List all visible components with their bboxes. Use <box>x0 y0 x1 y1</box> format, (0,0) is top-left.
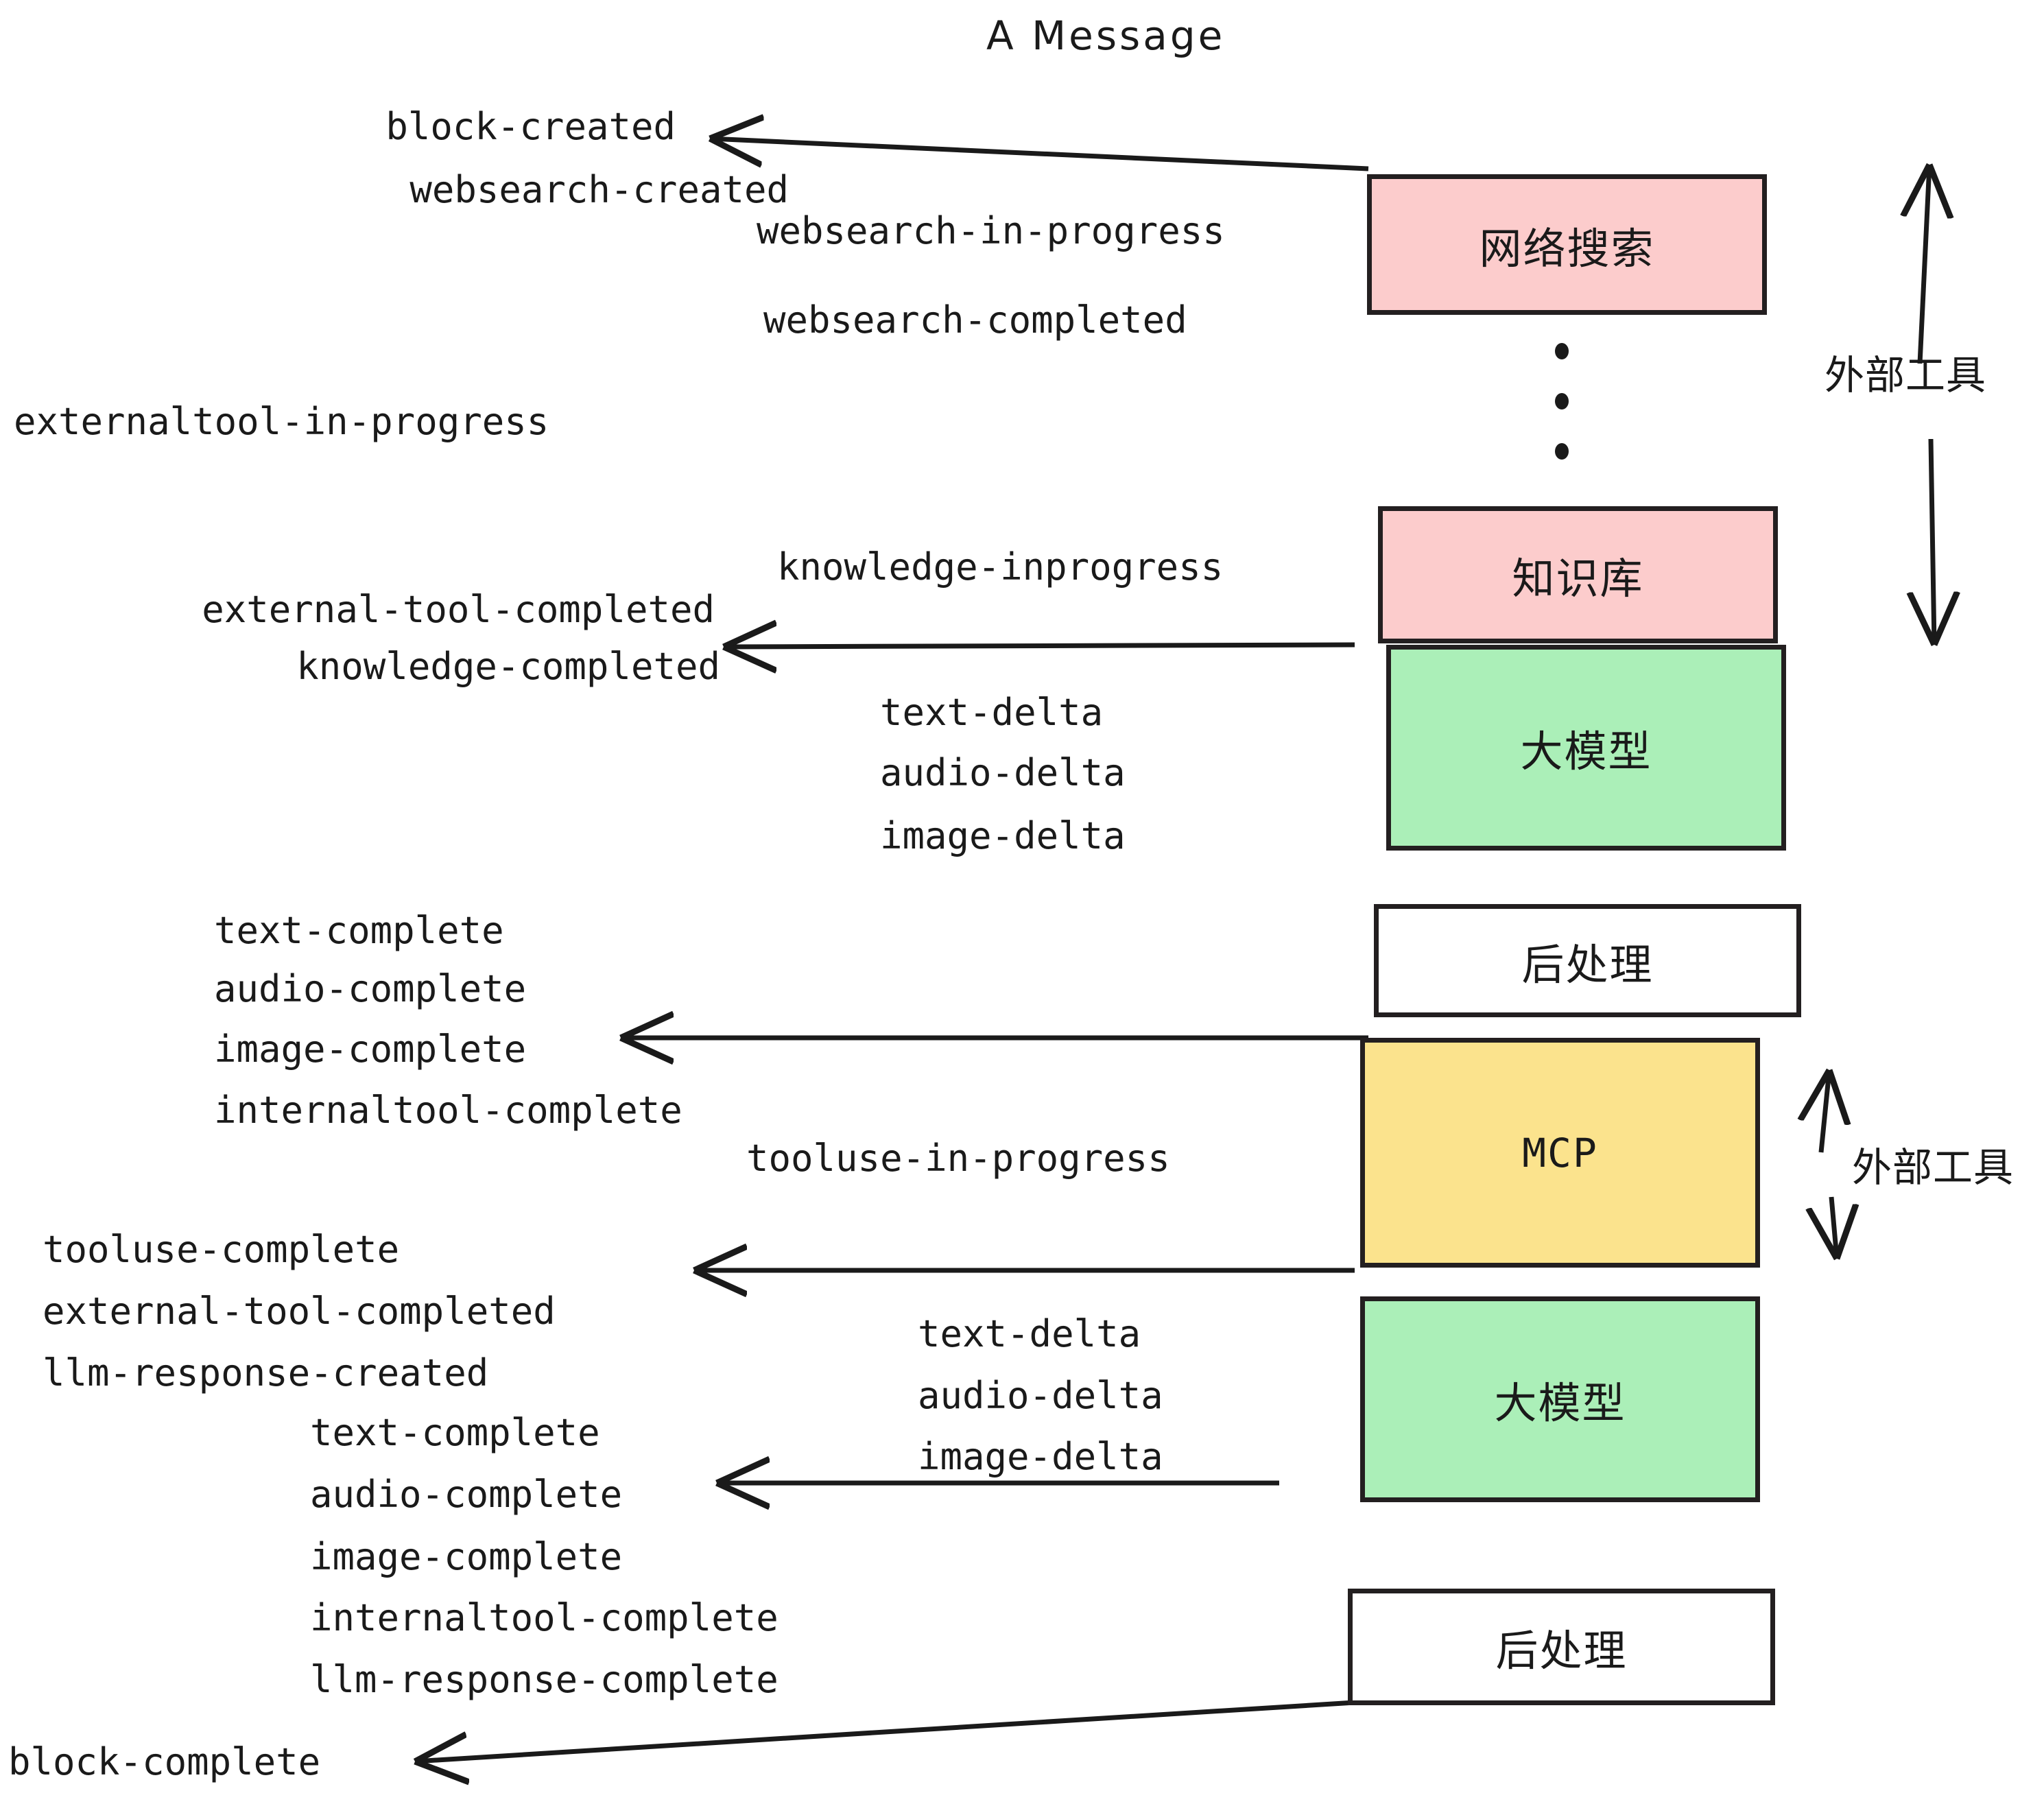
arrow-final-postprocess-to-left <box>415 1700 1355 1761</box>
event-text-complete-2: text-complete <box>310 1411 600 1454</box>
arrow-external-tools-down-1 <box>1931 438 1934 645</box>
event-audio-complete-2: audio-complete <box>310 1473 623 1516</box>
event-llm-response-complete: llm-response-complete <box>310 1658 779 1701</box>
event-audio-delta-1: audio-delta <box>880 751 1126 794</box>
node-postprocess-1-label: 后处理 <box>1521 939 1654 990</box>
event-external-tool-completed-1: external-tool-completed <box>202 588 715 631</box>
event-text-delta-2: text-delta <box>918 1312 1141 1355</box>
event-externaltool-in-progress: externaltool-in-progress <box>14 400 549 443</box>
node-knowledge-base-label: 知识库 <box>1512 554 1644 604</box>
node-llm-1-label: 大模型 <box>1520 726 1652 776</box>
event-internaltool-complete-1: internaltool-complete <box>214 1089 682 1132</box>
node-knowledge-base[interactable]: 知识库 <box>1378 506 1778 643</box>
node-mcp-label: MCP <box>1522 1129 1598 1176</box>
arrow-external-tools-up-2 <box>1821 1070 1829 1153</box>
event-image-delta-2: image-delta <box>918 1435 1163 1478</box>
event-llm-response-created: llm-response-created <box>43 1351 489 1394</box>
event-external-tool-completed-2: external-tool-completed <box>43 1290 556 1333</box>
event-audio-complete-1: audio-complete <box>214 967 527 1010</box>
ellipsis-dot <box>1555 393 1569 410</box>
event-text-delta-1: text-delta <box>880 691 1104 734</box>
node-postprocess-2-label: 后处理 <box>1495 1626 1628 1676</box>
side-label-external-tools-1: 外部工具 <box>1825 343 1986 401</box>
vertical-ellipsis <box>1554 343 1570 460</box>
event-text-complete-1: text-complete <box>214 909 504 952</box>
node-web-search[interactable]: 网络搜索 <box>1367 174 1767 315</box>
arrow-external-tools-down-2 <box>1831 1196 1837 1259</box>
node-llm-1[interactable]: 大模型 <box>1386 645 1786 851</box>
node-mcp[interactable]: MCP <box>1360 1038 1760 1268</box>
arrow-websearch-to-left <box>710 139 1369 171</box>
event-block-complete: block-complete <box>8 1740 321 1783</box>
event-knowledge-inprogress: knowledge-inprogress <box>777 545 1224 589</box>
side-label-external-tools-2-text: 外部工具 <box>1852 1144 2015 1191</box>
ellipsis-dot <box>1555 343 1569 359</box>
arrow-knowledge-to-left <box>724 645 1355 647</box>
event-audio-delta-2: audio-delta <box>918 1374 1163 1417</box>
event-image-complete-2: image-complete <box>310 1535 623 1578</box>
event-image-delta-1: image-delta <box>880 814 1126 857</box>
node-llm-2-label: 大模型 <box>1494 1378 1626 1428</box>
side-label-external-tools-1-text: 外部工具 <box>1825 352 1987 399</box>
node-web-search-label: 网络搜索 <box>1479 223 1655 274</box>
event-websearch-completed: websearch-completed <box>763 298 1187 342</box>
event-image-complete-1: image-complete <box>214 1028 527 1071</box>
node-llm-2[interactable]: 大模型 <box>1360 1296 1760 1502</box>
page-title: A Message <box>986 12 1226 59</box>
ellipsis-dot <box>1555 443 1569 460</box>
arrow-external-tools-up-1 <box>1920 165 1929 364</box>
node-postprocess-2[interactable]: 后处理 <box>1348 1589 1775 1705</box>
event-block-created: block-created <box>385 105 676 148</box>
event-websearch-created: websearch-created <box>409 168 789 211</box>
event-websearch-in-progress: websearch-in-progress <box>757 209 1225 252</box>
event-tooluse-complete: tooluse-complete <box>43 1228 400 1271</box>
side-label-external-tools-2: 外部工具 <box>1852 1135 2014 1193</box>
event-knowledge-completed: knowledge-completed <box>296 645 720 688</box>
event-tooluse-in-progress: tooluse-in-progress <box>746 1137 1170 1180</box>
event-internaltool-complete-2: internaltool-complete <box>310 1596 779 1639</box>
node-postprocess-1[interactable]: 后处理 <box>1374 904 1801 1017</box>
